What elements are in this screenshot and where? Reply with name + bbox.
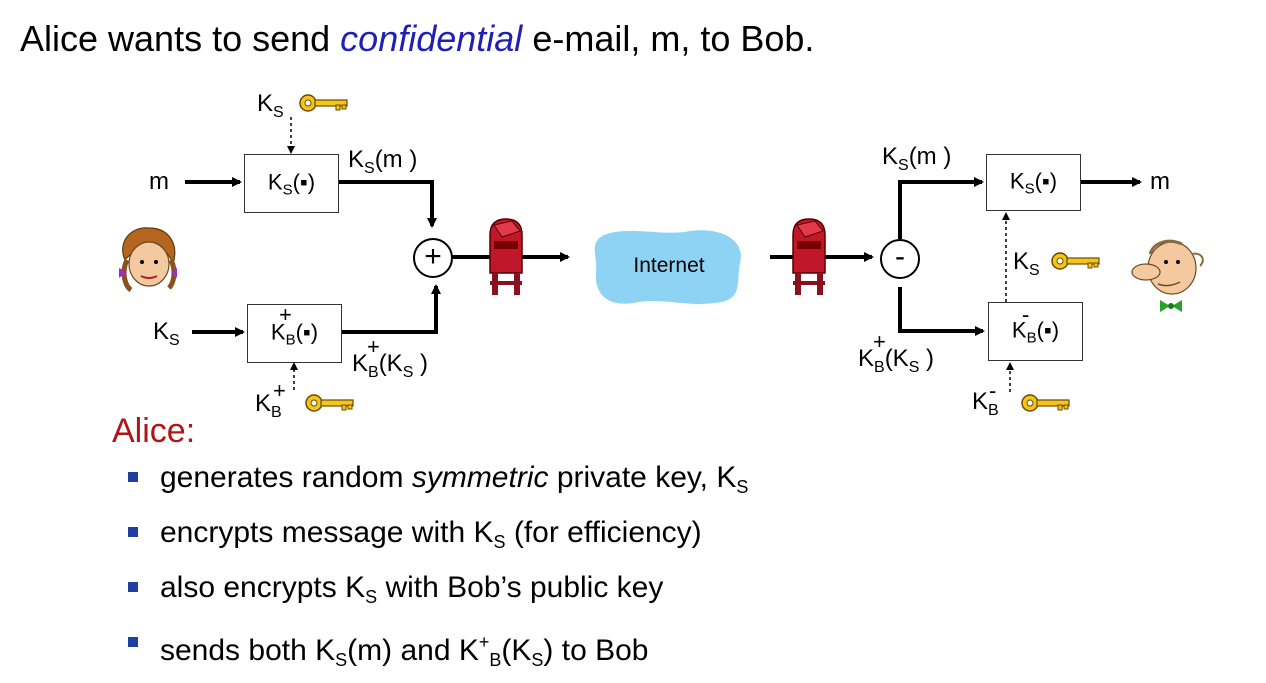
input-ks-label: KS [153,318,180,349]
key-kb-bottom-label: KB [255,390,282,421]
bob-kb-key-label: KB [972,388,999,419]
list-item: generates random symmetric private key, … [128,455,748,510]
bob-ks-m-label: KS(m ) [882,143,952,174]
split-operator: - [880,239,920,279]
box-plus-superscript: + [279,302,292,327]
bob-in2-plus-superscript: + [873,329,886,354]
encrypt-key-box: KB(▪) [247,304,342,363]
page-title: Alice wants to send confidential e-mail,… [20,18,815,59]
bob-box-minus-superscript: - [1022,302,1030,327]
list-item: also encrypts KS with Bob’s public key [128,565,748,620]
cloud-icon [594,230,741,304]
key-icon [1051,252,1100,270]
input-m-label: m [149,168,169,195]
alice-icon [119,227,177,293]
kb-ks-label: KB(KS ) [352,350,429,381]
list-item: encrypts message with KS (for efficiency… [128,510,748,565]
combine-operator: + [413,238,453,278]
arrow-kbks-to-combine [342,284,441,334]
key-icon [1021,394,1070,412]
decrypt-key-box: KB(▪) [988,302,1083,361]
list-item: sends both KS(m) and K+B(KS) to Bob [128,620,748,683]
ks-m-label: KS(m ) [348,146,418,177]
arrow-split-to-decrypt-key [898,287,985,336]
key-ks-top-label: KS [257,90,284,121]
encrypt-message-box: KS(▪) [244,154,339,213]
notes-list: generates random symmetric private key, … [128,455,748,683]
bob-icon [1131,239,1204,312]
arrow-ksm-to-combine [338,180,437,228]
bob-kb-ks-label: KB(KS ) [858,345,935,376]
key-kb-superscript: + [273,378,286,403]
out2-plus-superscript: + [367,334,380,359]
mailbox-icon [489,218,523,295]
title-emphasis: confidential [340,18,523,59]
mailbox-icon [792,218,826,295]
key-icon [305,394,354,412]
bob-key-minus-superscript: - [989,378,997,403]
notes-heading: Alice: [112,412,196,450]
internet-label: Internet [633,254,705,277]
decrypt-message-box: KS(▪) [986,154,1081,211]
output-m-label: m [1150,168,1170,195]
arrow-split-to-decrypt-message [898,177,984,239]
key-icon [299,94,348,112]
bob-ks-key-label: KS [1013,248,1040,279]
